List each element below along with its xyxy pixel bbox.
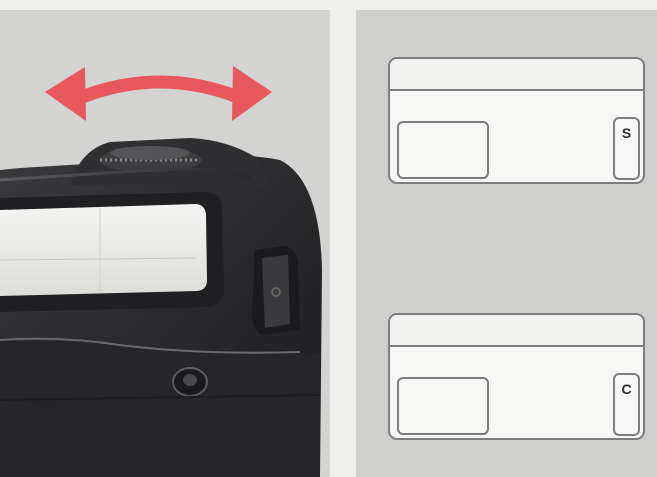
lcd-top-strip bbox=[390, 59, 643, 91]
mode-indicator: S bbox=[613, 117, 640, 180]
strap-lug bbox=[173, 368, 207, 396]
mode-label: S bbox=[615, 125, 638, 141]
lcd-diagram-panel: S C bbox=[356, 10, 657, 477]
side-port bbox=[252, 246, 300, 335]
mode-indicator: C bbox=[613, 373, 640, 436]
lcd-panel-bottom: C bbox=[388, 313, 645, 440]
camera-body bbox=[0, 138, 322, 477]
camera-photo bbox=[0, 10, 330, 477]
lcd-top-strip bbox=[390, 315, 643, 347]
lcd-panel-top: S bbox=[388, 57, 645, 184]
lcd-info-box bbox=[397, 121, 489, 179]
lcd-info-box bbox=[397, 377, 489, 435]
mode-label: C bbox=[615, 381, 638, 397]
camera-photo-panel bbox=[0, 10, 330, 477]
double-headed-curved-arrow-icon bbox=[45, 66, 272, 121]
